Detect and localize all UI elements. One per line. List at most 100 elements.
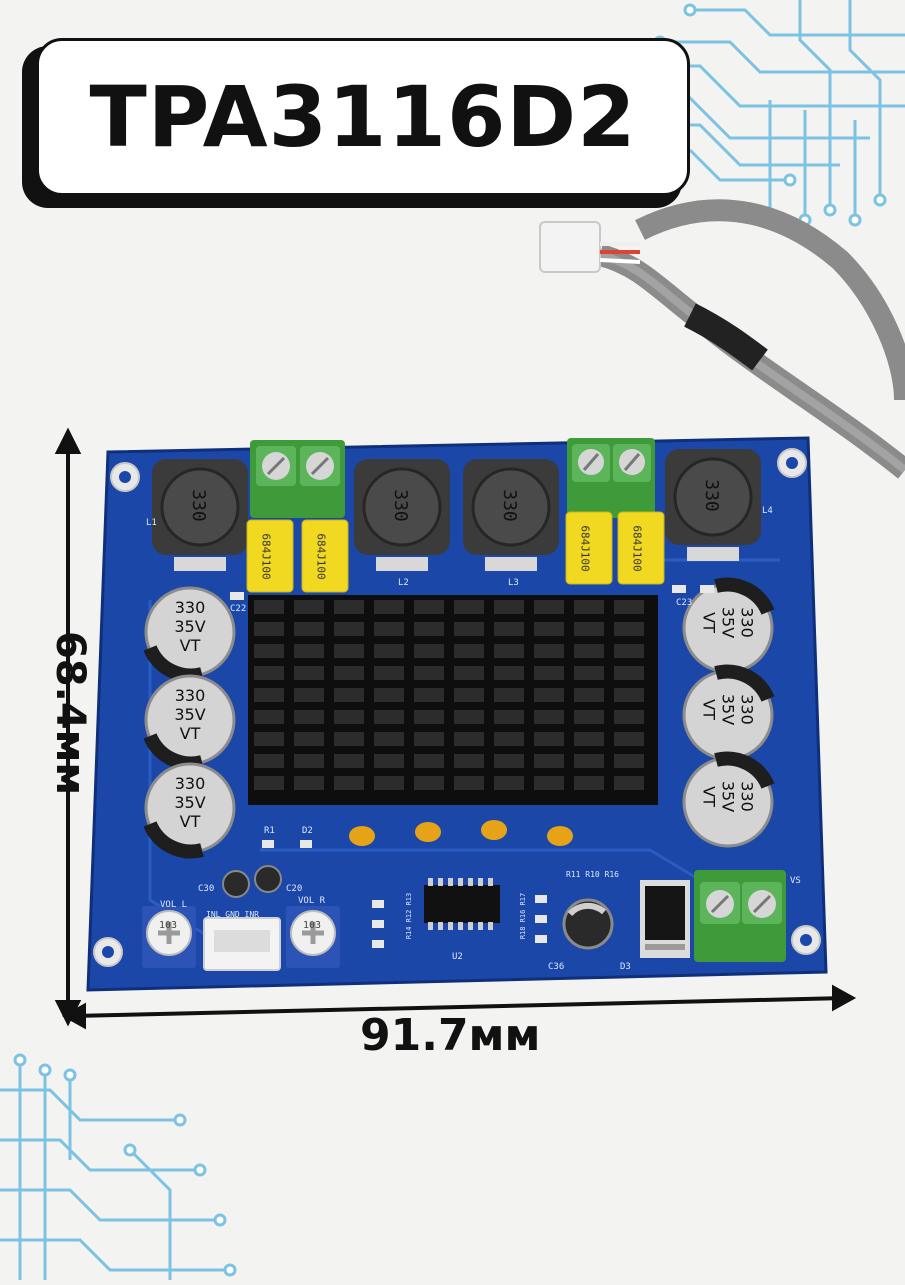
title-card: TPA3116D2 bbox=[22, 38, 690, 208]
heatsink-fin bbox=[534, 666, 564, 680]
heatsink-fin bbox=[254, 688, 284, 702]
heatsink-fin bbox=[494, 732, 524, 746]
capacitor-stripe bbox=[714, 577, 775, 615]
heatsink-fin bbox=[254, 776, 284, 790]
heatsink bbox=[248, 595, 658, 805]
heatsink-fin bbox=[374, 688, 404, 702]
heatsink-fin bbox=[334, 644, 364, 658]
cable-connector bbox=[539, 221, 601, 273]
silk-c20: C20 bbox=[286, 884, 303, 894]
heatsink-fin bbox=[494, 644, 524, 658]
title-box: TPA3116D2 bbox=[36, 38, 690, 196]
input-connector bbox=[203, 917, 281, 971]
heatsink-fin bbox=[294, 732, 324, 746]
heatsink-fin bbox=[494, 776, 524, 790]
heatsink-fin bbox=[494, 688, 524, 702]
heatsink-fin bbox=[374, 732, 404, 746]
heatsink-fin bbox=[454, 688, 484, 702]
heatsink-fin bbox=[414, 600, 444, 614]
heatsink-fin bbox=[454, 644, 484, 658]
heatsink-fin bbox=[374, 666, 404, 680]
inductor-core bbox=[673, 457, 753, 537]
heatsink-fin bbox=[614, 600, 644, 614]
diode bbox=[640, 880, 690, 958]
heatsink-fin bbox=[294, 600, 324, 614]
heatsink-fin bbox=[454, 666, 484, 680]
heatsink-fin bbox=[534, 710, 564, 724]
heatsink-fin bbox=[574, 622, 604, 636]
heatsink-fin bbox=[614, 754, 644, 768]
silk-input: INL GND INR bbox=[206, 910, 259, 919]
heatsink-fin bbox=[574, 710, 604, 724]
heatsink-fin bbox=[254, 644, 284, 658]
smd-resistors bbox=[230, 585, 714, 948]
heatsink-fin bbox=[574, 688, 604, 702]
ic-pin bbox=[428, 922, 433, 930]
heatsink-fin bbox=[334, 622, 364, 636]
heatsink-fin bbox=[374, 644, 404, 658]
inductors bbox=[152, 449, 761, 571]
silk-u2: U2 bbox=[452, 952, 463, 962]
speaker-terminal-left bbox=[250, 440, 345, 518]
heatsink-fin bbox=[254, 732, 284, 746]
ic-pin bbox=[448, 878, 453, 886]
silk-c23: C23 bbox=[676, 598, 693, 608]
pot-code-right: 103 bbox=[303, 920, 322, 931]
heatsink-fin bbox=[254, 622, 284, 636]
heatsink-fin bbox=[414, 776, 444, 790]
heatsink-fin bbox=[374, 710, 404, 724]
heatsink-fin bbox=[494, 710, 524, 724]
heatsink-fin bbox=[334, 754, 364, 768]
heatsink-fin bbox=[614, 776, 644, 790]
heatsink-fin bbox=[294, 776, 324, 790]
heatsink-fin bbox=[454, 600, 484, 614]
inductor-pad bbox=[174, 557, 226, 571]
heatsink-fin bbox=[414, 710, 444, 724]
silk-c22: C22 bbox=[230, 604, 247, 614]
heatsink-fin bbox=[414, 622, 444, 636]
capacitor-stripe bbox=[714, 751, 775, 789]
silk-r14-r12-r13: R14 R12 R13 bbox=[405, 892, 414, 940]
heatsink-fin bbox=[534, 622, 564, 636]
potentiometer-right[interactable] bbox=[286, 906, 340, 968]
heatsink-fin bbox=[614, 622, 644, 636]
film-cap-value: 684J100 bbox=[578, 525, 592, 572]
heatsink-fin bbox=[334, 688, 364, 702]
heatsink-fin bbox=[534, 644, 564, 658]
product-title: TPA3116D2 bbox=[89, 68, 637, 166]
silk-vol-r: VOL R bbox=[298, 896, 326, 906]
inductor-core bbox=[362, 467, 442, 547]
silk-l2: L2 bbox=[398, 578, 409, 588]
speaker-terminal-right bbox=[567, 438, 655, 518]
ic-pin bbox=[448, 922, 453, 930]
heatsink-fin bbox=[254, 600, 284, 614]
heatsink-fin bbox=[574, 666, 604, 680]
heatsink-fin bbox=[414, 666, 444, 680]
electrolytic-capacitors bbox=[143, 577, 775, 859]
heatsink-fin bbox=[614, 710, 644, 724]
heatsink-fin bbox=[534, 732, 564, 746]
heatsink-fin bbox=[334, 710, 364, 724]
heatsink-fin bbox=[374, 622, 404, 636]
silk-d2: D2 bbox=[302, 826, 313, 836]
film-capacitor bbox=[617, 511, 665, 585]
heatsink-fin bbox=[294, 622, 324, 636]
heatsink-fin bbox=[574, 754, 604, 768]
heatsink-fin bbox=[574, 644, 604, 658]
capacitor-stripe bbox=[714, 664, 775, 702]
potentiometer-left[interactable] bbox=[142, 906, 196, 968]
film-cap-value: 684J100 bbox=[630, 525, 644, 572]
ic-pin bbox=[468, 922, 473, 930]
heatsink-fin bbox=[414, 688, 444, 702]
heatsink-fin bbox=[534, 754, 564, 768]
heatsink-fin bbox=[414, 644, 444, 658]
heatsink-fin bbox=[534, 600, 564, 614]
heatsink-fin bbox=[574, 776, 604, 790]
heatsink-fin bbox=[614, 688, 644, 702]
heatsink-fin bbox=[294, 666, 324, 680]
heatsink-fin bbox=[454, 622, 484, 636]
inductor-value: 330 bbox=[498, 489, 520, 522]
